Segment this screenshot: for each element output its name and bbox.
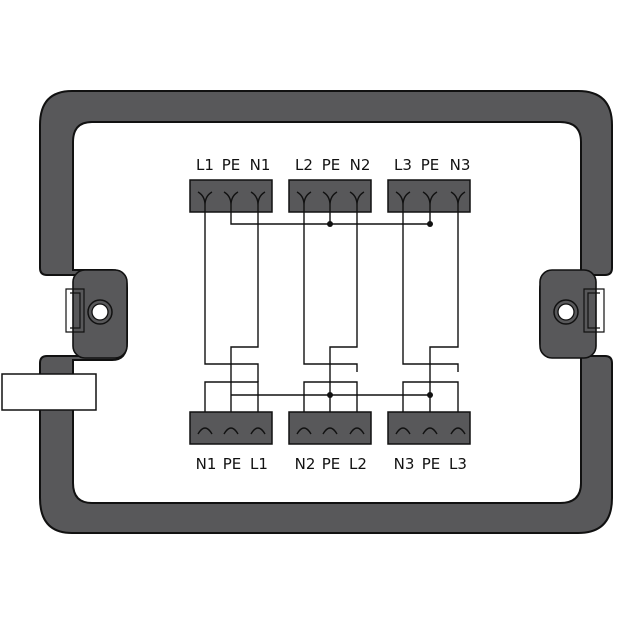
pin-label: L2 [295,156,313,174]
left-clip [65,288,85,333]
pin-label: L2 [349,455,367,473]
pin-label: PE [421,156,440,174]
left-mount [65,269,128,359]
pin-label: N2 [350,156,371,174]
pin-label: L3 [394,156,412,174]
pin-label: PE [222,156,241,174]
bottom-pin-contacts [197,427,466,435]
pin-label: PE [322,455,341,473]
bottom-labels: N1 PE L1 N2 PE L2 N3 PE L3 [196,455,467,473]
pin-label: PE [422,455,441,473]
right-clip [583,288,605,333]
pin-label: N3 [394,455,415,473]
pin-label: N2 [295,455,316,473]
top-pin-contacts [197,191,466,212]
pin-label: L1 [250,455,268,473]
pin-label: L3 [449,455,467,473]
right-mount [539,269,605,359]
pin-label: PE [223,455,242,473]
top-labels: L1 PE N1 L2 PE N2 L3 PE N3 [196,156,470,174]
pin-label: N3 [450,156,471,174]
pin-label: N1 [250,156,271,174]
label-strip [1,373,97,411]
wiring [204,200,459,416]
pin-label: PE [322,156,341,174]
top-terminal-block-3 [387,179,471,213]
pin-label: L1 [196,156,214,174]
pin-label: N1 [196,455,217,473]
